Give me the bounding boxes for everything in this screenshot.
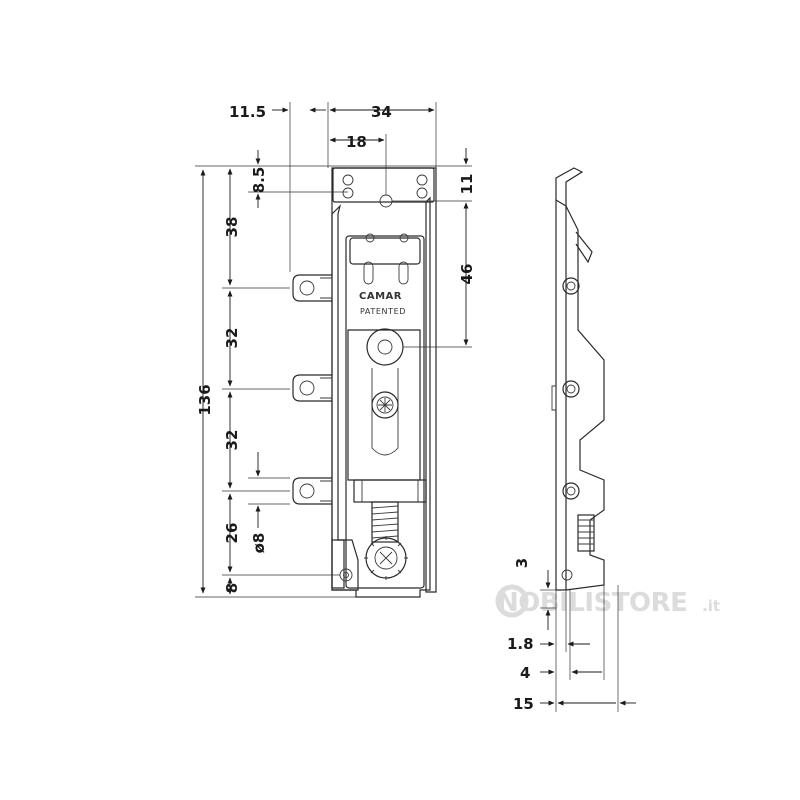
slider-block [349,237,421,265]
dim-width-18: 18 [346,133,367,151]
side-plate [555,198,567,591]
lever-eye-hole [377,339,393,355]
slider-rivet-right [399,233,409,243]
inner-guide [345,235,425,589]
slot-right [398,261,409,285]
dim-hole-dia-8: ø8 [250,533,268,554]
dimension-labels: 11.5 34 18 136 8.5 38 32 32 26 8 ø8 11 4… [196,103,534,713]
hook-middle [292,374,333,402]
lever-slot [371,368,399,456]
top-strip [332,167,435,203]
side-top-hook [555,167,584,206]
dim-width-34: 34 [371,103,392,121]
lower-housing [353,479,427,503]
top-hole-right [416,174,428,186]
hook-lower [292,477,333,505]
side-clip [551,385,557,411]
top-hole-left [342,174,354,186]
dim-width-11-5: 11.5 [229,103,266,121]
dimension-lines-side [540,570,636,712]
cam-screw-inner [376,396,394,414]
side-pin-middle-inner [566,384,576,394]
dim-right-11: 11 [458,174,476,195]
adjust-wheel-cross-icon [379,551,393,565]
dim-side-15: 15 [513,695,534,713]
dim-top-8-5: 8.5 [250,167,268,194]
slot-left [363,261,374,285]
mid-hole-left [342,187,354,199]
slider-rivet-left [365,233,375,243]
watermark-logo-icon [495,584,529,618]
screw-threads [371,505,399,539]
patented-label: PATENTED [360,307,406,316]
side-pin-upper-inner [566,281,576,291]
side-view [551,167,605,591]
side-pin-lower-inner [566,486,576,496]
side-screw-threads [578,519,594,545]
side-screw [577,514,595,552]
mid-hole-right [416,187,428,199]
cam-screw [371,391,399,419]
dim-seg-38: 38 [223,217,241,238]
lever-eye [366,328,404,366]
threaded-screw [371,501,399,543]
side-pin-lower [562,482,580,500]
dim-seg-32-upper: 32 [223,328,241,349]
dim-side-4: 4 [520,664,530,682]
dim-seg-8: 8 [223,583,241,593]
side-pin-middle [562,380,580,398]
side-pin-upper [562,277,580,295]
foot-bracket [331,539,359,591]
adjust-wheel-teeth [364,536,408,580]
dim-side-1-8: 1.8 [507,635,534,653]
side-spring-arm [575,231,593,264]
left-rail [331,204,345,589]
cam-screw-slot-icon [378,398,392,412]
dim-seg-26: 26 [223,523,241,544]
brand-label: CAMAR [359,291,402,302]
center-top-hole [379,194,393,208]
front-view: CAMAR PATENTED [292,167,437,598]
side-body [565,205,605,591]
dim-right-46: 46 [458,264,476,285]
foot-hole-inner [343,572,349,578]
hook-upper [292,274,333,302]
watermark-name: NOBILISTORE [497,588,687,618]
watermark: NOBILISTORE .it [495,584,720,618]
dim-seg-32-lower: 32 [223,430,241,451]
side-foot-hole [561,569,573,581]
adjust-wheel-inner [374,546,398,570]
dim-overall-136: 136 [196,384,214,415]
dimension-lines-front [195,102,472,598]
dim-side-3: 3 [513,558,531,568]
watermark-domain: .it [702,597,720,615]
